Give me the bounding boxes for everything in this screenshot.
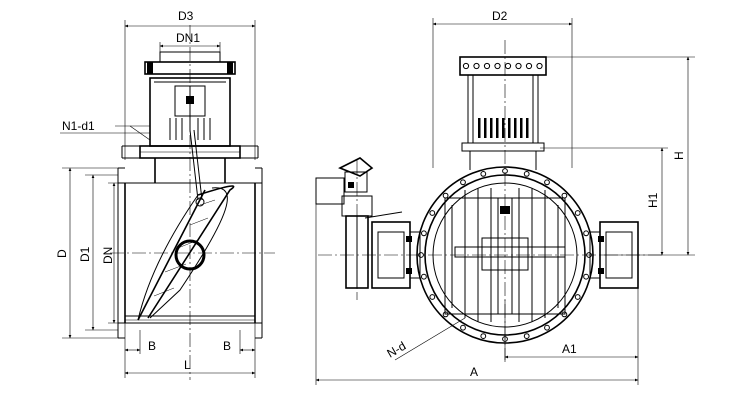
actuator-fin xyxy=(508,118,511,138)
label-dn: DN xyxy=(101,247,115,264)
label-b-right: B xyxy=(223,339,231,353)
bolt-hole xyxy=(544,179,550,186)
actuator-fin xyxy=(514,118,517,138)
bolt-hole xyxy=(480,333,487,340)
actuator-fin xyxy=(484,118,487,138)
label-d1: D1 xyxy=(78,246,92,262)
label-h: H xyxy=(672,151,686,160)
bolt-hole xyxy=(544,324,550,331)
label-b-left: B xyxy=(148,339,156,353)
actuator-bolt xyxy=(504,62,512,70)
actuator-fin xyxy=(526,118,529,138)
bolt-hole xyxy=(460,179,466,186)
bolt-hole xyxy=(523,333,530,340)
actuator-fin xyxy=(496,118,499,138)
actuator-bolt xyxy=(494,62,501,70)
bolt-hole xyxy=(583,273,589,280)
bolt-hole xyxy=(561,192,568,199)
dim-d2: D2 xyxy=(432,9,573,168)
dim-d-d1-dn: D D1 DN xyxy=(55,167,125,339)
label-d: D xyxy=(55,249,69,258)
label-dn1: DN1 xyxy=(176,31,200,45)
dim-a1: A1 xyxy=(504,288,639,385)
bolt-hole xyxy=(429,210,436,216)
handwheel-operator xyxy=(315,157,403,289)
label-h1: H1 xyxy=(646,192,660,208)
bolt-hole xyxy=(429,294,436,300)
bolt-hole xyxy=(523,171,530,177)
side-section-view: D3 DN1 N1-d1 D D1 xyxy=(55,9,275,380)
actuator-bolt xyxy=(483,62,491,70)
bolt-hole xyxy=(574,210,581,216)
bolt-hole xyxy=(583,230,589,237)
upper-actuator xyxy=(459,56,547,170)
bolt-hole xyxy=(480,171,487,177)
label-d2: D2 xyxy=(492,9,508,23)
front-view: D2 H H1 N-d A1 A xyxy=(315,9,695,385)
bolt-hole xyxy=(460,324,466,331)
inclined-disc xyxy=(137,129,235,321)
actuator-bolt xyxy=(515,62,522,70)
actuator-fin xyxy=(502,118,505,138)
actuator-bolt xyxy=(462,62,470,70)
bolt-hole xyxy=(421,230,427,237)
dim-n-d: N-d xyxy=(385,317,466,361)
label-d3: D3 xyxy=(178,9,194,23)
label-l: L xyxy=(184,358,191,372)
dim-h-h1: H H1 xyxy=(540,56,695,256)
actuator-bolt xyxy=(525,62,533,70)
actuator-fin xyxy=(478,118,481,138)
actuator-fins xyxy=(478,118,529,138)
bolt-hole xyxy=(421,273,427,280)
actuator-fin xyxy=(520,118,523,138)
dim-n1-d1: N1-d1 xyxy=(60,119,151,141)
actuator-fin xyxy=(490,118,493,138)
actuator-bolts xyxy=(462,62,543,70)
label-n1-d1: N1-d1 xyxy=(62,119,95,133)
actuator-bolt xyxy=(536,62,543,70)
bolt-hole xyxy=(574,294,581,300)
dim-a: A xyxy=(315,204,639,385)
label-a1: A1 xyxy=(562,342,577,356)
label-a: A xyxy=(470,365,478,379)
actuator-bolt xyxy=(473,62,480,70)
label-n-d: N-d xyxy=(385,339,409,361)
bolt-hole xyxy=(442,192,449,199)
dim-b-l: B B L xyxy=(124,323,256,378)
dim-dn1: DN1 xyxy=(159,31,221,62)
dim-d3: D3 xyxy=(124,9,256,160)
